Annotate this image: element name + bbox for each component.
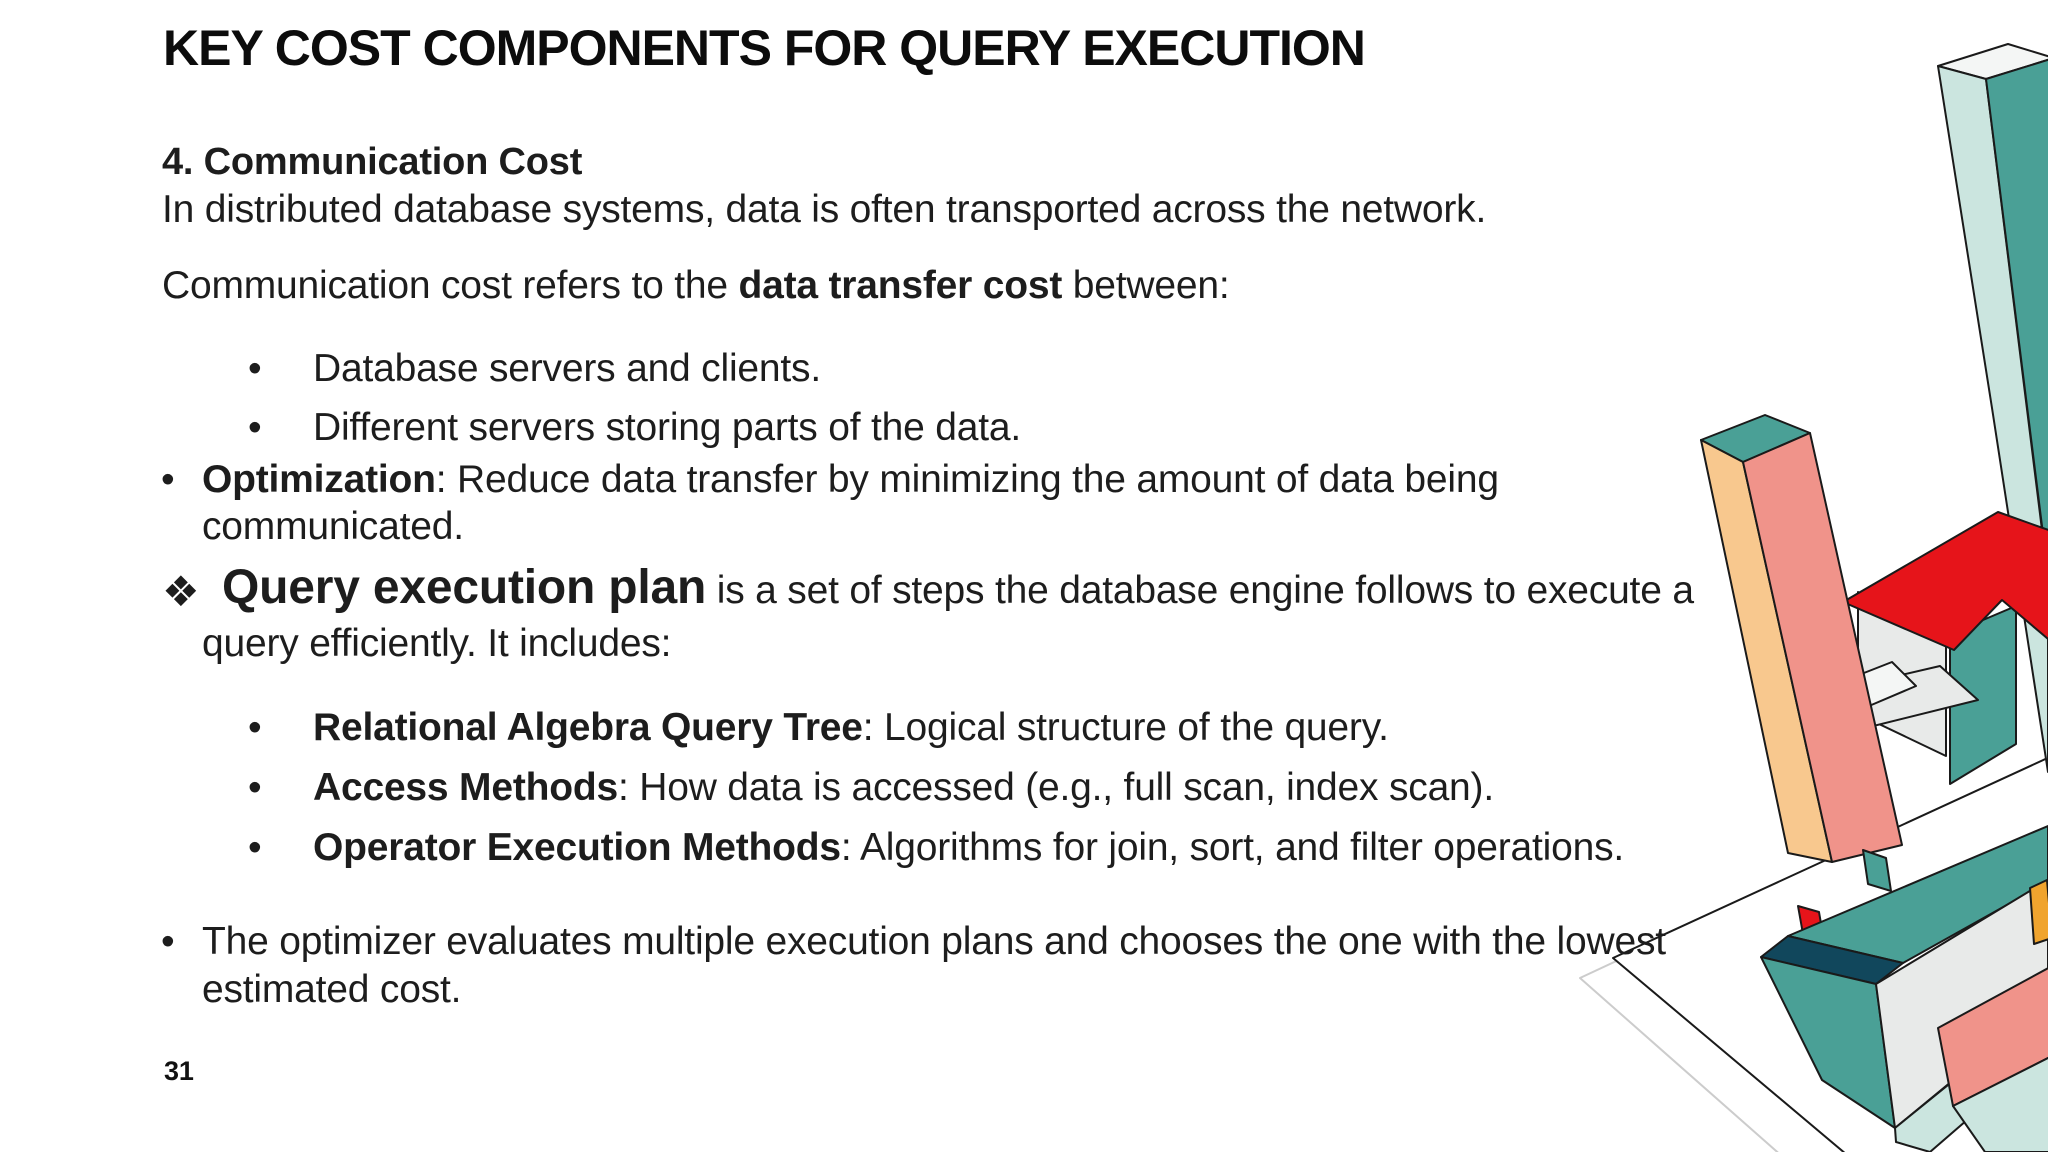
optimization-bullet: • Optimization: Reduce data transfer by m… bbox=[161, 456, 1582, 550]
bullet-icon: • bbox=[248, 826, 262, 869]
query-plan-bullet: ❖ Query execution plan is a set of steps … bbox=[162, 561, 1762, 670]
diamond-bullet-icon: ❖ bbox=[162, 568, 200, 615]
optimizer-text: The optimizer evaluates multiple executi… bbox=[202, 920, 1666, 1011]
query-plan-rest: is a set of steps the database engine fo… bbox=[202, 569, 1694, 665]
bullet-icon: • bbox=[248, 766, 262, 809]
bullet-icon: • bbox=[248, 706, 262, 749]
section-heading: 4. Communication Cost bbox=[162, 141, 583, 183]
list-item: • Access Methods: How data is accessed (e… bbox=[248, 764, 1648, 812]
bullet-icon: • bbox=[161, 920, 175, 963]
intro-text: In distributed database systems, data is… bbox=[162, 188, 1487, 231]
communication-cost-section: 4. Communication Cost In distributed dat… bbox=[162, 138, 1722, 234]
bullet-icon: • bbox=[248, 406, 262, 449]
mid-teal-block bbox=[1949, 605, 2017, 785]
list-item: • Database servers and clients. bbox=[248, 345, 1648, 393]
list-item-text: : How data is accessed (e.g., full scan,… bbox=[617, 766, 1494, 809]
list-item-text: : Algorithms for join, sort, and filter … bbox=[840, 826, 1625, 869]
foot-teal-accent bbox=[1862, 849, 1892, 892]
beam-front-face bbox=[1875, 879, 2048, 1129]
list-item: • Operator Execution Methods: Algorithms … bbox=[248, 824, 1648, 872]
red-flag-ribbon bbox=[1842, 511, 2048, 651]
list-item-text: : Logical structure of the query. bbox=[862, 706, 1389, 749]
list-item-bold: Operator Execution Methods bbox=[313, 826, 841, 869]
bullet-icon: • bbox=[248, 347, 262, 390]
transfer-between-list: • Database servers and clients. • Differen… bbox=[248, 345, 1648, 463]
page-number: 31 bbox=[164, 1056, 194, 1086]
corner-block-mint-front bbox=[1952, 1056, 2048, 1152]
orange-sliver bbox=[2029, 879, 2048, 945]
optimization-rest: : Reduce data transfer by minimizing the… bbox=[202, 458, 1499, 548]
query-plan-bold: Query execution plan bbox=[222, 561, 707, 614]
leaning-pillar-right-face bbox=[1742, 432, 1903, 863]
transfer-pre: Communication cost refers to the bbox=[162, 264, 739, 307]
transfer-cost-sentence: Communication cost refers to the data tr… bbox=[162, 262, 1722, 310]
optimization-bold: Optimization bbox=[202, 458, 436, 501]
list-item: • Different servers storing parts of the … bbox=[248, 404, 1648, 452]
plan-components-list: • Relational Algebra Query Tree: Logical … bbox=[248, 704, 1648, 884]
transfer-post: between: bbox=[1062, 264, 1230, 307]
optimizer-bullet: • The optimizer evaluates multiple execut… bbox=[161, 918, 1672, 1014]
list-item-bold: Relational Algebra Query Tree bbox=[313, 706, 863, 749]
slide-title: KEY COST COMPONENTS FOR QUERY EXECUTION bbox=[163, 20, 1366, 76]
list-item-text: Different servers storing parts of the d… bbox=[313, 406, 1021, 449]
transfer-bold: data transfer cost bbox=[738, 264, 1063, 307]
bullet-icon: • bbox=[161, 458, 175, 501]
list-item-text: Database servers and clients. bbox=[313, 347, 821, 390]
tall-pillar-right-face bbox=[1985, 58, 2048, 543]
list-item: • Relational Algebra Query Tree: Logical … bbox=[248, 704, 1648, 752]
list-item-bold: Access Methods bbox=[313, 766, 618, 809]
